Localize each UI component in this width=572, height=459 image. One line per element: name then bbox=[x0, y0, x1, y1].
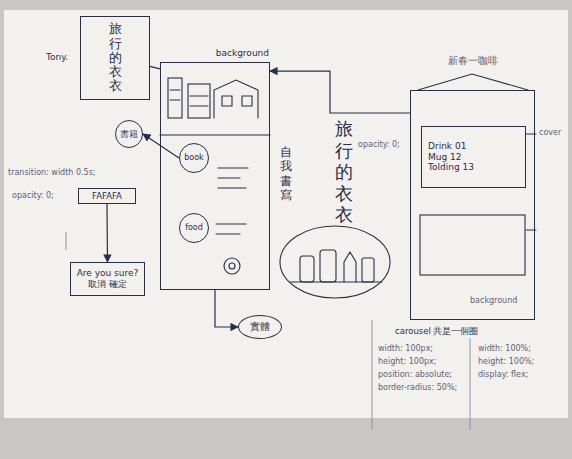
css-note: position: absolute; bbox=[378, 370, 452, 380]
text-placeholder bbox=[216, 168, 248, 234]
entity-ellipse: 實體 bbox=[238, 315, 282, 339]
jar-sketch bbox=[362, 258, 374, 282]
node-text: book bbox=[184, 153, 204, 163]
css-note: display: flex; bbox=[478, 370, 528, 380]
node-text: 取消 確定 bbox=[88, 279, 127, 290]
css-note: carousel 共是一個圈 bbox=[395, 326, 479, 336]
divider-line bbox=[160, 134, 270, 135]
node-text: FAFAFA bbox=[92, 191, 122, 201]
css-note: transition: width 0.5s; bbox=[8, 168, 96, 178]
connector bbox=[150, 66, 160, 68]
phone-frame: backgroundbookfood bbox=[160, 62, 270, 290]
carousel-slot bbox=[420, 215, 525, 275]
css-note: border-radius: 50%; bbox=[378, 383, 457, 393]
node-text: food bbox=[185, 223, 203, 233]
confirm-dialog: Are you sure?取消 確定 bbox=[70, 262, 145, 296]
book-circle: book bbox=[179, 143, 209, 173]
css-note: opacity: 0; bbox=[358, 140, 400, 150]
building-sketch bbox=[170, 80, 258, 118]
node-text: 旅行的衣衣 bbox=[109, 22, 122, 93]
food-circle: food bbox=[179, 213, 209, 243]
connector bbox=[270, 71, 410, 113]
node-text: Drink 01 bbox=[428, 141, 466, 152]
node-text: Tolding 13 bbox=[428, 162, 474, 173]
node-heading: background bbox=[161, 48, 269, 59]
pencil-mark bbox=[372, 320, 470, 430]
page-title: 旅行的衣衣 bbox=[335, 118, 353, 226]
node-text: Mug 12 bbox=[428, 152, 462, 163]
window-sketch bbox=[188, 84, 210, 118]
css-note: width: 100%; bbox=[478, 344, 531, 354]
color-box: FAFAFA bbox=[78, 188, 136, 204]
category-circle: 書籍 bbox=[115, 120, 143, 148]
node-heading: 新春一咖啡 bbox=[411, 55, 534, 67]
bottle-sketch bbox=[344, 252, 356, 282]
carousel-panel: 新春一咖啡Drink 01Mug 12Tolding 13 bbox=[410, 90, 535, 320]
part-name: cover bbox=[539, 128, 561, 138]
roof-lines bbox=[418, 74, 528, 90]
small-circle bbox=[229, 263, 235, 269]
node-text: 書籍 bbox=[120, 129, 138, 140]
connector bbox=[143, 134, 179, 158]
small-circle bbox=[224, 258, 240, 274]
window-sketch bbox=[168, 78, 182, 118]
node-text: 實體 bbox=[250, 321, 270, 333]
jar-sketch bbox=[300, 256, 314, 282]
side-note: 自我書寫 bbox=[280, 145, 292, 203]
css-note: height: 100%; bbox=[478, 357, 534, 367]
connector bbox=[106, 204, 108, 262]
shelf-outline bbox=[280, 226, 390, 298]
pencil-mark bbox=[66, 232, 67, 250]
css-note: height: 100px; bbox=[378, 357, 437, 367]
css-note: width: 100px; bbox=[378, 344, 433, 354]
node-text: Are you sure? bbox=[77, 268, 139, 279]
title-card: 旅行的衣衣 bbox=[80, 16, 150, 100]
css-note: opacity: 0; bbox=[12, 191, 54, 201]
item-list-box: Drink 01Mug 12Tolding 13 bbox=[421, 126, 526, 188]
jar-sketch bbox=[320, 250, 336, 282]
connector bbox=[215, 290, 238, 327]
author-note: Tony. bbox=[46, 52, 68, 63]
part-name: background bbox=[470, 296, 517, 306]
